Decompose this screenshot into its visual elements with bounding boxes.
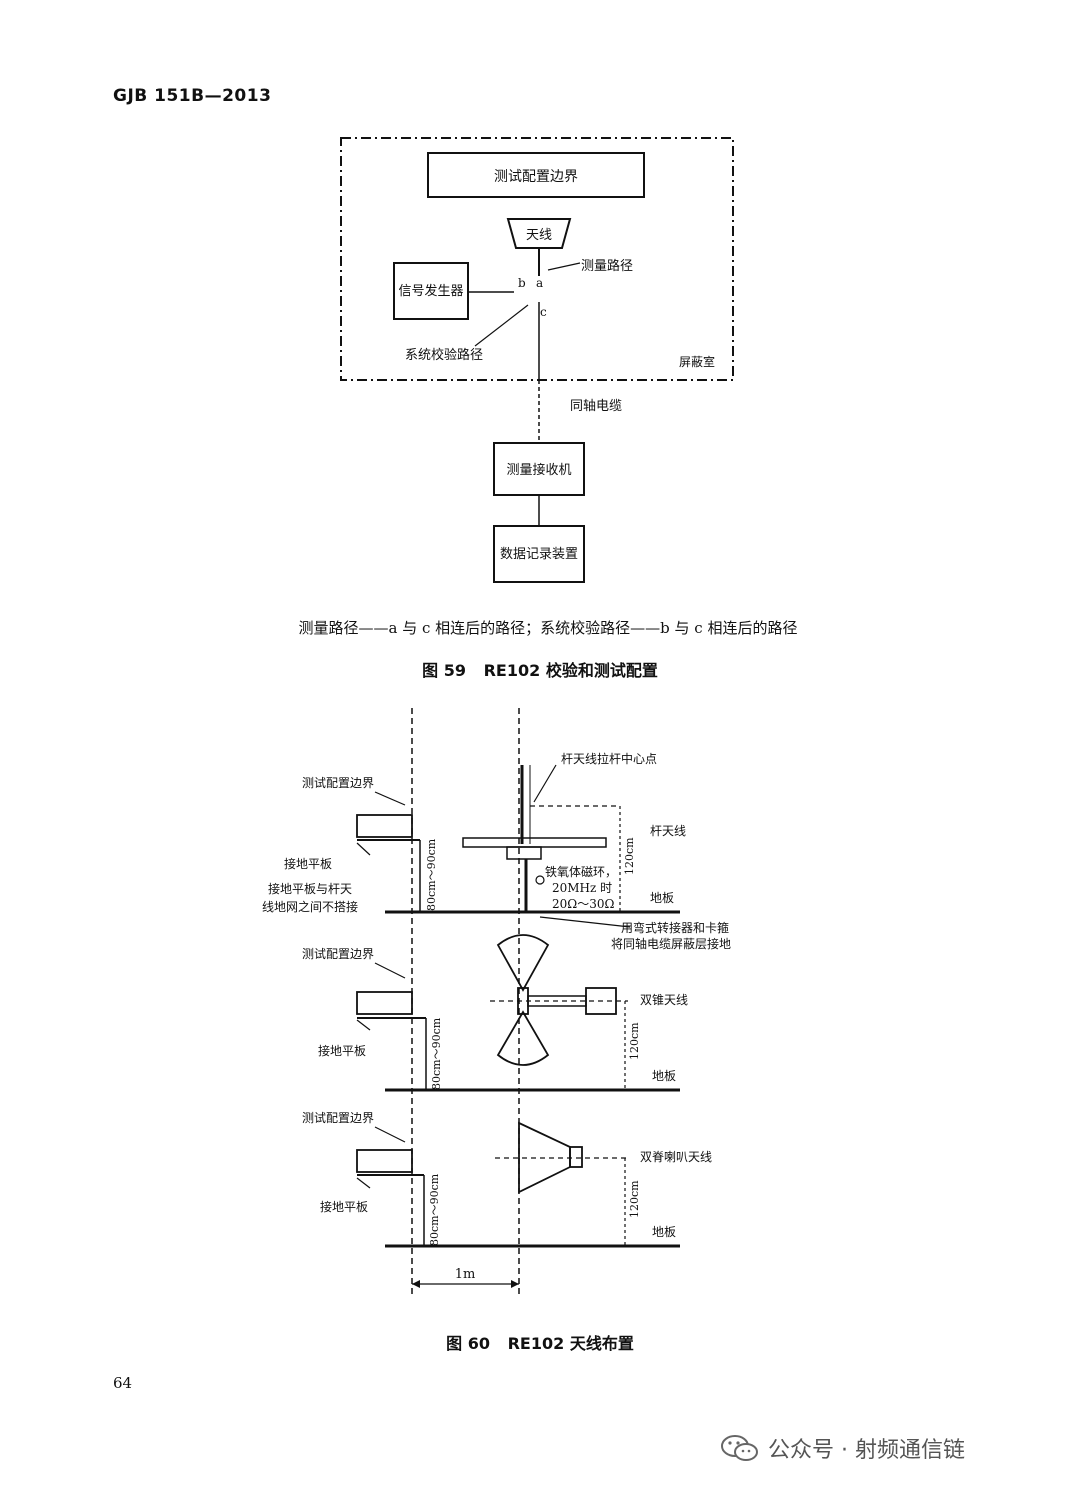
p1-ground-plane-label: 接地平板 — [284, 856, 332, 871]
p1-height-label: 80cm～90cm — [425, 838, 438, 911]
boundary-label: 测试配置边界 — [494, 169, 578, 185]
no-bond-line1: 接地平板与杆天 — [268, 881, 352, 896]
figure-59-diagram: 测试配置边界 天线 a 测量路径 信号发生器 b c 系统校验路径 屏蔽室 同轴… — [340, 137, 734, 583]
p2-boundary-label: 测试配置边界 — [302, 946, 374, 961]
horn-label: 双脊喇叭天线 — [640, 1149, 712, 1164]
fig60-caption-title: RE102 天线布置 — [507, 1334, 634, 1353]
signal-generator-label: 信号发生器 — [398, 283, 463, 299]
recorder-label: 数据记录装置 — [500, 547, 578, 562]
watermark-text: 公众号 · 射频通信链 — [768, 1438, 965, 1463]
antenna-shape — [506, 218, 572, 249]
ferrite-line1: 铁氧体磁环， — [545, 864, 617, 879]
standard-header: GJB 151B—2013 — [113, 86, 272, 106]
point-a: a — [536, 276, 543, 290]
page-number: 64 — [113, 1374, 133, 1392]
p2-120cm-label: 120cm — [628, 1022, 641, 1060]
p3-boundary-label: 测试配置边界 — [302, 1110, 374, 1125]
rod-center-label: 杆天线拉杆中心点 — [561, 751, 657, 766]
ferrite-line2: 20MHz 时 — [552, 881, 612, 895]
rod-antenna-label: 杆天线 — [650, 824, 686, 838]
fig59-note: 测量路径——a 与 c 相连后的路径；系统校验路径——b 与 c 相连后的路径 — [298, 619, 798, 637]
wechat-icon — [721, 1435, 758, 1461]
ferrite-line3: 20Ω～30Ω — [552, 897, 614, 911]
signal-generator-box — [393, 262, 469, 320]
shielded-room-boundary — [340, 137, 734, 381]
watermark: 公众号 · 射频通信链 — [720, 1432, 965, 1464]
point-b: b — [518, 276, 526, 290]
distance-label: 1m — [455, 1267, 476, 1282]
p3-120cm-label: 120cm — [628, 1180, 641, 1218]
p1-120cm-label: 120cm — [623, 837, 636, 875]
antenna-label: 天线 — [526, 228, 552, 243]
no-bond-line2: 线地网之间不搭接 — [262, 899, 358, 914]
point-c: c — [540, 305, 547, 319]
bond-note-line1: 用弯式转接器和卡箍 — [621, 920, 729, 935]
fig60-caption-number: 图 60 — [446, 1334, 491, 1353]
fig59-caption-title: RE102 校验和测试配置 — [483, 661, 658, 680]
receiver-label: 测量接收机 — [506, 462, 571, 478]
measure-path-label: 测量路径 — [581, 258, 633, 274]
fig60-caption: 图 60 RE102 天线布置 — [0, 1330, 1080, 1354]
p1-floor-label: 地板 — [650, 891, 674, 905]
fig59-caption-number: 图 59 — [422, 661, 467, 680]
p2-height-label: 80cm～90cm — [430, 1017, 443, 1090]
test-boundary-box — [427, 152, 645, 198]
p1-boundary-label: 测试配置边界 — [302, 775, 374, 790]
coax-label: 同轴电缆 — [570, 398, 622, 414]
recorder-box — [493, 525, 585, 583]
p2-ground-plane-label: 接地平板 — [318, 1043, 366, 1058]
p3-ground-plane-label: 接地平板 — [320, 1199, 368, 1214]
bond-note-line2: 将同轴电缆屏蔽层接地 — [611, 936, 731, 951]
fig59-caption: 图 59 RE102 校验和测试配置 — [0, 657, 1080, 681]
p3-floor-label: 地板 — [652, 1225, 676, 1239]
bicone-label: 双锥天线 — [640, 993, 688, 1007]
p3-height-label: 80cm～90cm — [428, 1173, 441, 1246]
figure-60-diagram: 测试配置边界 接地平板 接地平板与杆天 线地网之间不搭接 80cm～90cm 杆… — [262, 708, 731, 1295]
p2-floor-label: 地板 — [652, 1069, 676, 1083]
system-check-label: 系统校验路径 — [405, 347, 483, 363]
shielded-room-label: 屏蔽室 — [679, 354, 715, 369]
